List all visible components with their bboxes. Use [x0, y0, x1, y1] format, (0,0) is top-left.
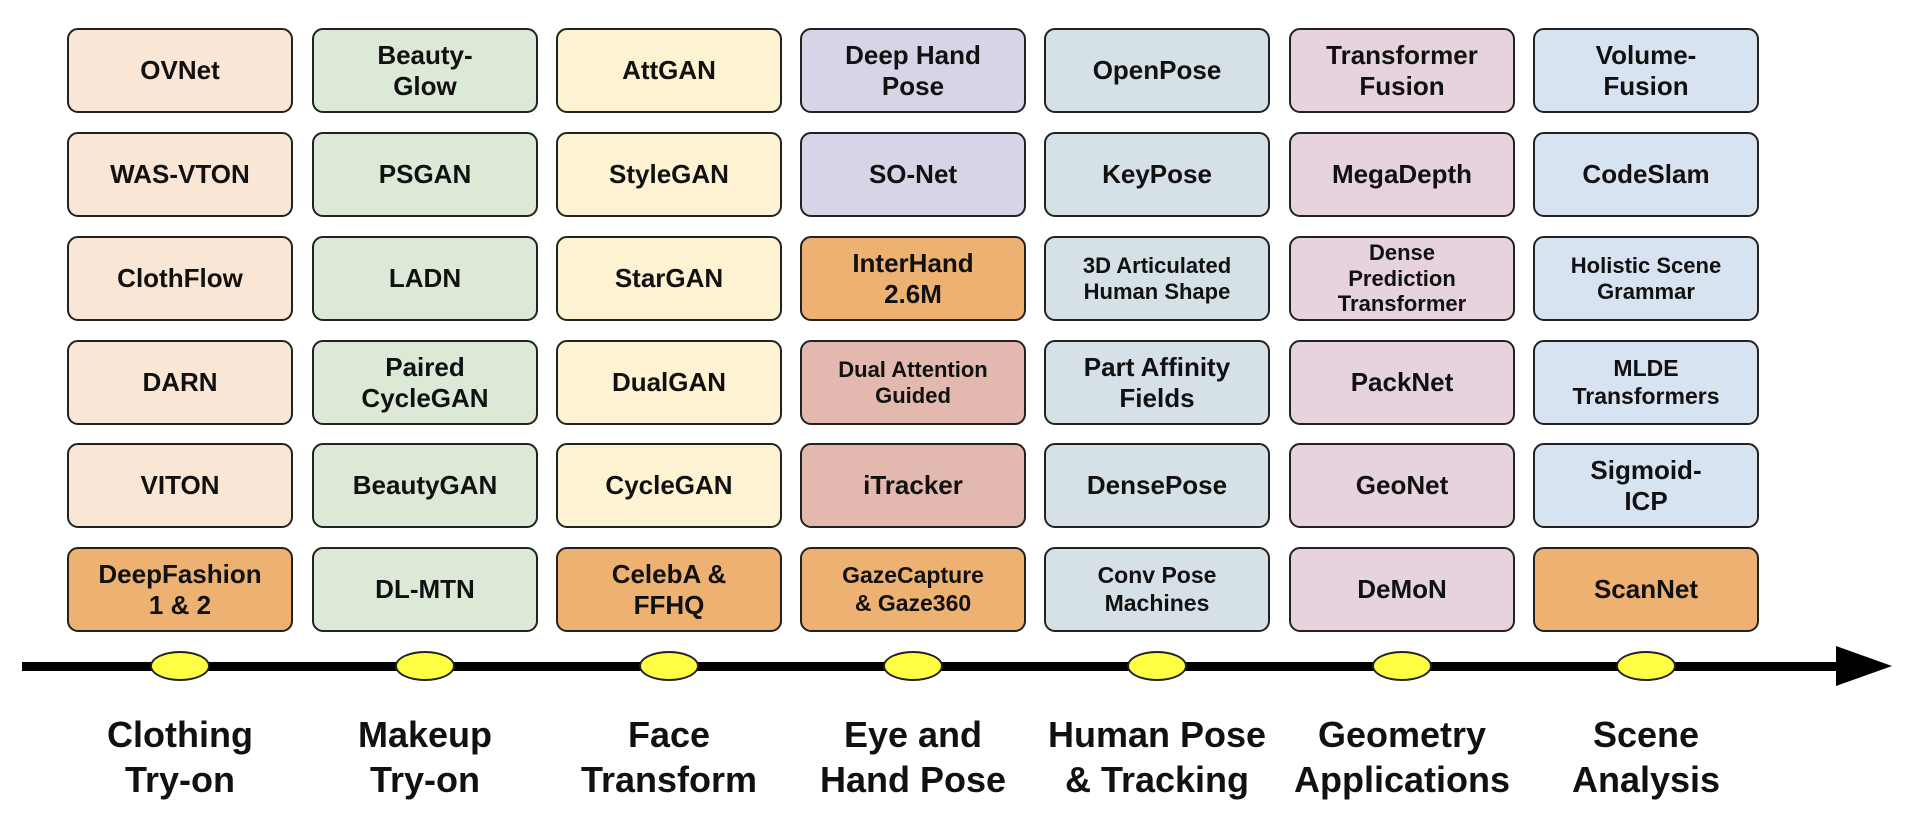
category-label: Makeup Try-on	[357, 714, 493, 800]
method-box: Volume- Fusion	[1533, 28, 1759, 113]
method-box: KeyPose	[1044, 132, 1270, 217]
method-box: LADN	[312, 236, 538, 321]
category-label: Scene Analysis	[1571, 714, 1721, 800]
method-box: VITON	[67, 443, 293, 528]
method-box: iTracker	[800, 443, 1026, 528]
timeline-marker	[639, 651, 699, 681]
timeline-marker	[1127, 651, 1187, 681]
method-box: Deep Hand Pose	[800, 28, 1026, 113]
method-box: OpenPose	[1044, 28, 1270, 113]
method-box: AttGAN	[556, 28, 782, 113]
method-box: DL-MTN	[312, 547, 538, 632]
method-box: MegaDepth	[1289, 132, 1515, 217]
method-box: MLDE Transformers	[1533, 340, 1759, 425]
category-label: Geometry Applications	[1293, 714, 1511, 800]
method-box: SO-Net	[800, 132, 1026, 217]
method-box: Sigmoid- ICP	[1533, 443, 1759, 528]
category-label: Eye and Hand Pose	[819, 714, 1007, 800]
method-box: 3D Articulated Human Shape	[1044, 236, 1270, 321]
timeline-marker	[395, 651, 455, 681]
method-box: StarGAN	[556, 236, 782, 321]
method-box: DeMoN	[1289, 547, 1515, 632]
method-box: CodeSlam	[1533, 132, 1759, 217]
method-box: PSGAN	[312, 132, 538, 217]
method-box: PackNet	[1289, 340, 1515, 425]
method-box: ClothFlow	[67, 236, 293, 321]
method-box: Holistic Scene Grammar	[1533, 236, 1759, 321]
method-box: Dense Prediction Transformer	[1289, 236, 1515, 321]
method-box: CycleGAN	[556, 443, 782, 528]
method-box: Dual Attention Guided	[800, 340, 1026, 425]
category-label: Face Transform	[580, 714, 758, 800]
category-label: Human Pose & Tracking	[1047, 714, 1267, 800]
dataset-box: ScanNet	[1533, 547, 1759, 632]
method-box: BeautyGAN	[312, 443, 538, 528]
method-box: OVNet	[67, 28, 293, 113]
method-box: WAS-VTON	[67, 132, 293, 217]
timeline-marker	[1372, 651, 1432, 681]
timeline-marker	[1616, 651, 1676, 681]
method-box: Paired CycleGAN	[312, 340, 538, 425]
method-box: DualGAN	[556, 340, 782, 425]
dataset-box: InterHand 2.6M	[800, 236, 1026, 321]
category-column: AttGAN StyleGAN StarGAN DualGAN CycleGAN Cele…	[556, 0, 782, 814]
dataset-box: GazeCapture & Gaze360	[800, 547, 1026, 632]
method-box: DARN	[67, 340, 293, 425]
dataset-box: DeepFashion 1 & 2	[67, 547, 293, 632]
method-box: Beauty- Glow	[312, 28, 538, 113]
category-label: Clothing Try-on	[107, 714, 253, 800]
timeline-marker	[883, 651, 943, 681]
timeline-arrowhead	[1836, 646, 1892, 686]
method-box: Transformer Fusion	[1289, 28, 1515, 113]
method-box: DensePose	[1044, 443, 1270, 528]
method-box: Part Affinity Fields	[1044, 340, 1270, 425]
method-box: Conv Pose Machines	[1044, 547, 1270, 632]
timeline-marker	[150, 651, 210, 681]
method-box: StyleGAN	[556, 132, 782, 217]
method-box: GeoNet	[1289, 443, 1515, 528]
dataset-box: CelebA & FFHQ	[556, 547, 782, 632]
